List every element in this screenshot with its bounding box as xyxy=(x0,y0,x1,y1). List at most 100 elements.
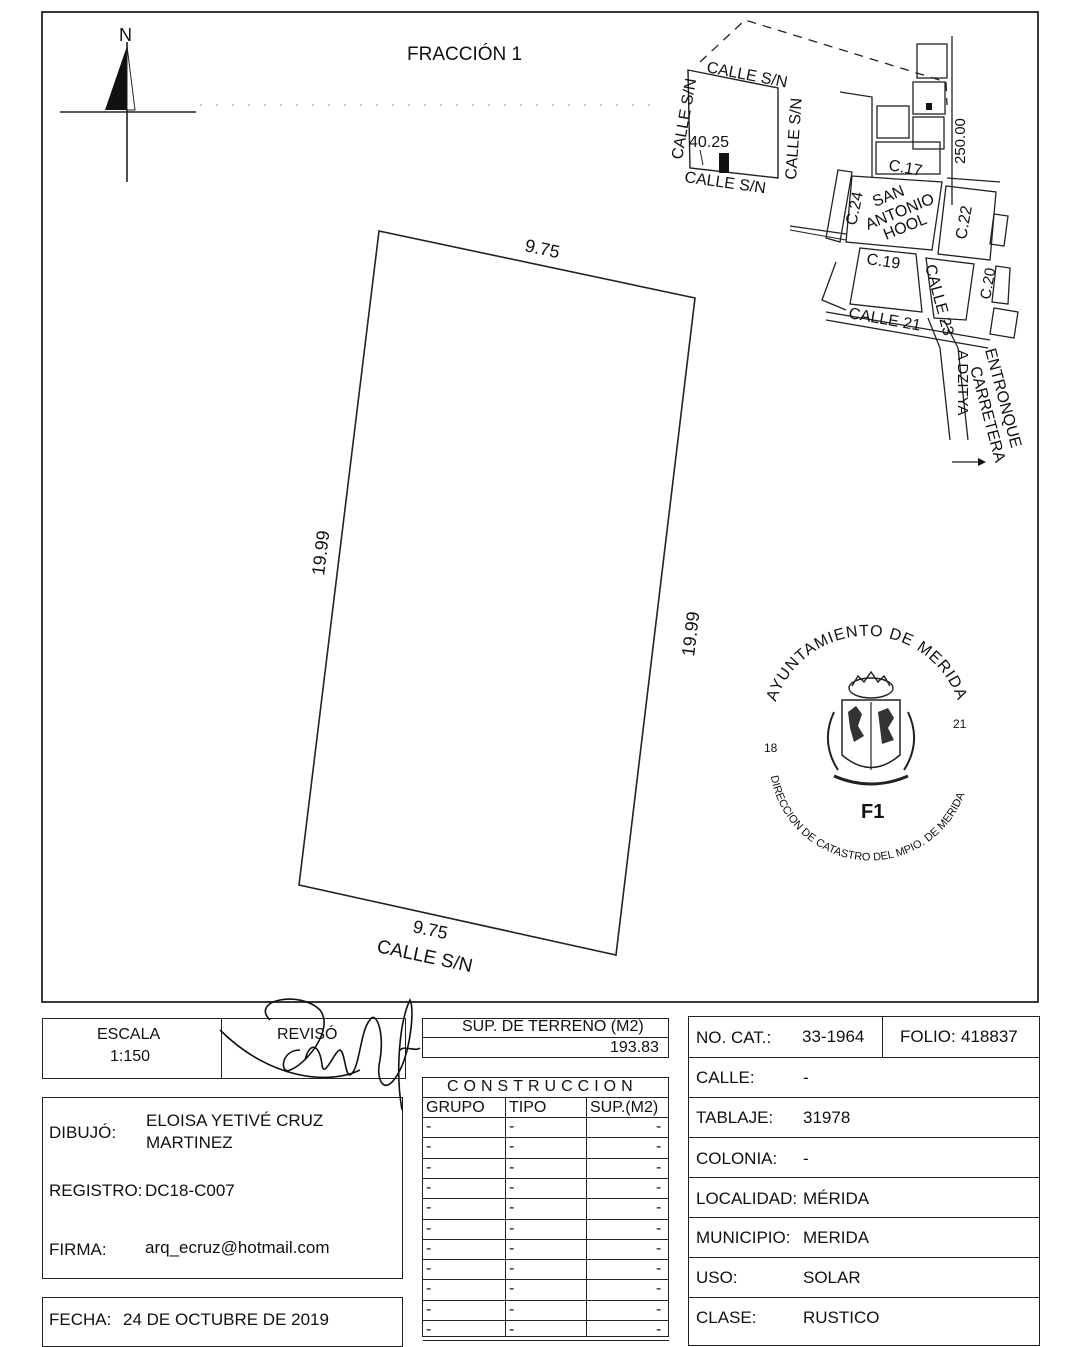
signature-scribble xyxy=(219,998,421,1111)
construccion-cell-grupo: - xyxy=(426,1239,432,1257)
fecha-value: 24 DE OCTUBRE DE 2019 xyxy=(123,1310,329,1329)
nocat-value: 33-1964 xyxy=(802,1027,865,1046)
escala-label: ESCALA xyxy=(97,1026,161,1043)
construccion-cell-grupo: - xyxy=(426,1199,432,1217)
construccion-cell-sup: - xyxy=(656,1118,662,1135)
construccion-row-line xyxy=(423,1198,669,1200)
construccion-cell-tipo: - xyxy=(509,1199,515,1217)
svg-text:F1: F1 xyxy=(861,801,884,823)
construccion-cell-sup: - xyxy=(656,1138,662,1156)
map-distance-250: 250.00 xyxy=(952,118,969,164)
svg-text:18: 18 xyxy=(764,741,778,755)
construccion-cell-sup: - xyxy=(656,1260,662,1278)
fecha-label: FECHA: xyxy=(49,1310,112,1329)
calle-value: - xyxy=(803,1068,809,1087)
map-c17: C.17 xyxy=(887,157,923,180)
map-street-right: CALLE S/N xyxy=(783,97,806,180)
construccion-row-line xyxy=(423,1177,669,1179)
municipio-value: MERIDA xyxy=(803,1228,870,1247)
svg-text:21: 21 xyxy=(953,717,967,731)
construccion-cell-sup: - xyxy=(656,1300,662,1318)
map-street-top: CALLE S/N xyxy=(705,59,789,91)
registro-value: DC18-C007 xyxy=(145,1181,235,1200)
calle-label: CALLE: xyxy=(696,1068,755,1087)
construccion-cell-tipo: - xyxy=(509,1118,515,1135)
construccion-cell-grupo: - xyxy=(426,1118,432,1135)
construccion-row-line xyxy=(423,1259,669,1261)
map-street-bottom: CALLE S/N xyxy=(683,169,766,197)
map-calle23: CALLE 23 xyxy=(921,263,956,338)
construccion-cell-sup: - xyxy=(656,1239,662,1257)
construccion-cell-sup: - xyxy=(656,1199,662,1217)
construccion-cell-tipo: - xyxy=(509,1138,515,1156)
construccion-cell-grupo: - xyxy=(426,1280,432,1298)
construccion-row-line xyxy=(423,1157,669,1159)
map-dzitya: A DZITYA xyxy=(954,350,971,416)
construccion-cell-sup: - xyxy=(656,1321,662,1338)
firma-value: arq_ecruz@hotmail.com xyxy=(145,1238,330,1257)
map-c22: C.22 xyxy=(953,204,976,240)
col-sup: SUP.(M2) xyxy=(590,1099,659,1116)
construccion-cell-sup: - xyxy=(656,1158,662,1176)
construccion-cell-tipo: - xyxy=(509,1219,515,1237)
dim-left: 19.99 xyxy=(308,529,333,576)
escala-value: 1:150 xyxy=(110,1048,151,1065)
construccion-row-line xyxy=(423,1340,669,1342)
construccion-row-line xyxy=(423,1137,669,1139)
construccion-row-line xyxy=(423,1218,669,1220)
seal-stamp: AYUNTAMIENTO DE MERIDA DIRECCION DE CATA… xyxy=(763,623,970,864)
registro-label: REGISTRO: xyxy=(49,1181,143,1200)
svg-text:AYUNTAMIENTO DE MERIDA: AYUNTAMIENTO DE MERIDA xyxy=(763,623,970,704)
construccion-cell-grupo: - xyxy=(426,1178,432,1196)
sheet-frame xyxy=(41,11,1039,1003)
firma-label: FIRMA: xyxy=(49,1240,107,1259)
construccion-cell-tipo: - xyxy=(509,1158,515,1176)
lot-polygon xyxy=(298,230,696,956)
dim-bottom: 9.75 xyxy=(411,916,449,943)
construccion-label: CONSTRUCCION xyxy=(447,1078,638,1095)
localidad-label: LOCALIDAD: xyxy=(696,1189,798,1208)
construccion-cell-tipo: - xyxy=(509,1260,515,1278)
construccion-cell-tipo: - xyxy=(509,1239,515,1257)
north-arrow-icon xyxy=(60,42,196,182)
construccion-row-line xyxy=(423,1238,669,1240)
construccion-row-line xyxy=(423,1279,669,1281)
dibujo-name-line1: ELOISA YETIVÉ CRUZ xyxy=(146,1111,324,1130)
construccion-table: CONSTRUCCION GRUPO TIPO SUP.(M2) -------… xyxy=(422,1077,669,1342)
uso-label: USO: xyxy=(696,1268,738,1287)
construccion-cell-tipo: - xyxy=(509,1280,515,1298)
map-c19: C.19 xyxy=(865,251,901,273)
sup-terreno-label: SUP. DE TERRENO (M2) xyxy=(462,1018,644,1035)
construccion-cell-tipo: - xyxy=(509,1300,515,1318)
map-c24: C.24 xyxy=(843,190,867,227)
dibujo-name-line2: MARTINEZ xyxy=(146,1133,233,1152)
street-bottom-label: CALLE S/N xyxy=(375,936,474,977)
colonia-value: - xyxy=(803,1149,809,1168)
tablaje-value: 31978 xyxy=(803,1108,851,1127)
col-tipo: TIPO xyxy=(509,1099,547,1116)
construccion-cell-sup: - xyxy=(656,1219,662,1237)
plan-title: FRACCIÓN 1 xyxy=(407,43,522,65)
construccion-row-line xyxy=(423,1299,669,1301)
escala-divider xyxy=(221,1018,222,1079)
nocat-label: NO. CAT.: xyxy=(696,1028,772,1047)
construccion-cell-grupo: - xyxy=(426,1300,432,1318)
construccion-cell-tipo: - xyxy=(509,1178,515,1196)
folio-value: 418837 xyxy=(961,1027,1018,1046)
folio-label: FOLIO: xyxy=(900,1027,956,1046)
construccion-cell-grupo: - xyxy=(426,1219,432,1237)
sup-terreno-divider xyxy=(422,1037,669,1038)
uso-value: SOLAR xyxy=(803,1268,861,1287)
localidad-value: MÉRIDA xyxy=(803,1189,870,1208)
construccion-cell-grupo: - xyxy=(426,1158,432,1176)
map-distance-small: 40.25 xyxy=(689,134,729,151)
reviso-label: REVISÓ xyxy=(277,1026,338,1043)
dim-top: 9.75 xyxy=(523,235,561,262)
tablaje-label: TABLAJE: xyxy=(696,1108,774,1127)
dibujo-box xyxy=(42,1097,403,1279)
drawing-sheet: N FRACCIÓN 1 9.75 9.75 CALLE S/N 19.99 1… xyxy=(41,11,1039,1003)
catastro-grid xyxy=(688,1016,1040,1346)
sup-terreno-value: 193.83 xyxy=(610,1039,659,1056)
construccion-row-line xyxy=(423,1320,669,1321)
municipio-label: MUNICIPIO: xyxy=(696,1228,791,1247)
